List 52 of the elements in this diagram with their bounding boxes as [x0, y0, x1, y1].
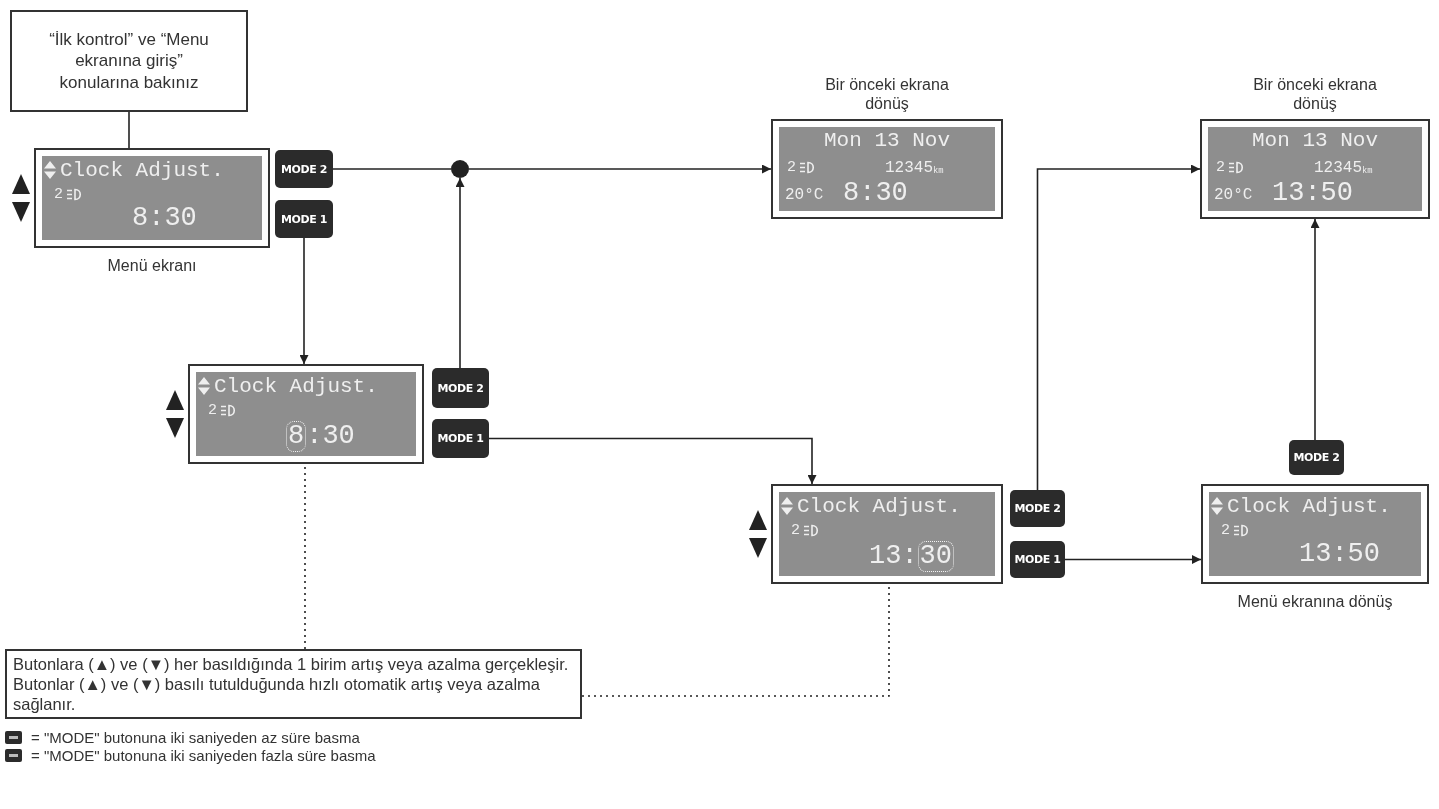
lcd-menu-title: Clock Adjust. — [797, 496, 961, 517]
lcd-time: 13: — [869, 543, 918, 570]
lcd-display — [771, 119, 1003, 219]
note-text: “İlk kontrol” ve “Menu ekranına giriş” konularına bakınız — [48, 29, 210, 93]
note-box — [10, 10, 248, 112]
lcd-display — [1201, 484, 1429, 584]
mode-button: MODE 2 — [432, 368, 489, 408]
lcd-value: 2 — [787, 160, 796, 175]
legend-text: = "MODE" butonuna iki saniyeden fazla süre basma — [31, 748, 376, 765]
lcd-menu-title: Clock Adjust. — [214, 376, 378, 397]
arrow — [1036, 164, 1201, 491]
screen-caption: Menü ekranına dönüş — [1236, 592, 1394, 612]
legend-text: = "MODE" butonuna iki saniyeden az süre basma — [31, 730, 360, 747]
lcd-value: 2 — [208, 403, 217, 418]
arrow — [1310, 218, 1320, 441]
mode-button: MODE 2 — [1289, 440, 1344, 475]
connector-line — [332, 168, 452, 170]
lcd-menu-title: Clock Adjust. — [60, 160, 224, 181]
lcd-value: 2 — [1216, 160, 1225, 175]
lcd-time: :30 — [306, 423, 355, 450]
lcd-time: 8:30 — [132, 205, 197, 232]
lcd-value: 2 — [54, 187, 63, 202]
arrow — [488, 437, 817, 485]
lcd-display — [1200, 119, 1430, 219]
lcd-display — [188, 364, 424, 464]
lcd-date: Mon 13 Nov — [824, 130, 950, 151]
mode-button: MODE 1 — [1010, 541, 1065, 578]
mode-button: MODE 1 — [275, 200, 333, 238]
mode-button: MODE 2 — [1010, 490, 1065, 527]
screen-caption: Bir önceki ekrana dönüş — [824, 74, 950, 113]
mode-button: MODE 2 — [275, 150, 333, 188]
lcd-display — [771, 484, 1003, 584]
note-text: Butonlara (▲) ve (▼) her basıldığında 1 birim artış veya azalma gerçekleşir. Butonlar (▲) ve (▼) basılı tutulduğunda hızlı otomatik artış veya azalma sağlanır. — [13, 653, 570, 715]
arrow — [455, 177, 465, 369]
lcd-temperature: 20°C — [785, 187, 824, 203]
arrow — [299, 237, 309, 365]
lcd-menu-title: Clock Adjust. — [1227, 496, 1391, 517]
screen-caption: Menü ekranı — [106, 256, 198, 276]
screen-caption: Bir önceki ekrana dönüş — [1252, 74, 1378, 113]
lcd-time: 13:50 — [1299, 541, 1380, 568]
lcd-time: 13:50 — [1272, 180, 1353, 207]
mode-button: MODE 1 — [432, 419, 489, 458]
lcd-date: Mon 13 Nov — [1252, 130, 1378, 151]
arrow — [1064, 555, 1202, 564]
lcd-display — [34, 148, 270, 248]
lcd-temperature: 20°C — [1214, 187, 1253, 203]
junction-dot — [451, 160, 469, 178]
lcd-value: 2 — [791, 523, 800, 538]
lcd-value: 2 — [1221, 523, 1230, 538]
arrow — [468, 164, 772, 174]
lcd-time: 8:30 — [843, 180, 908, 207]
connector-line — [128, 111, 130, 149]
